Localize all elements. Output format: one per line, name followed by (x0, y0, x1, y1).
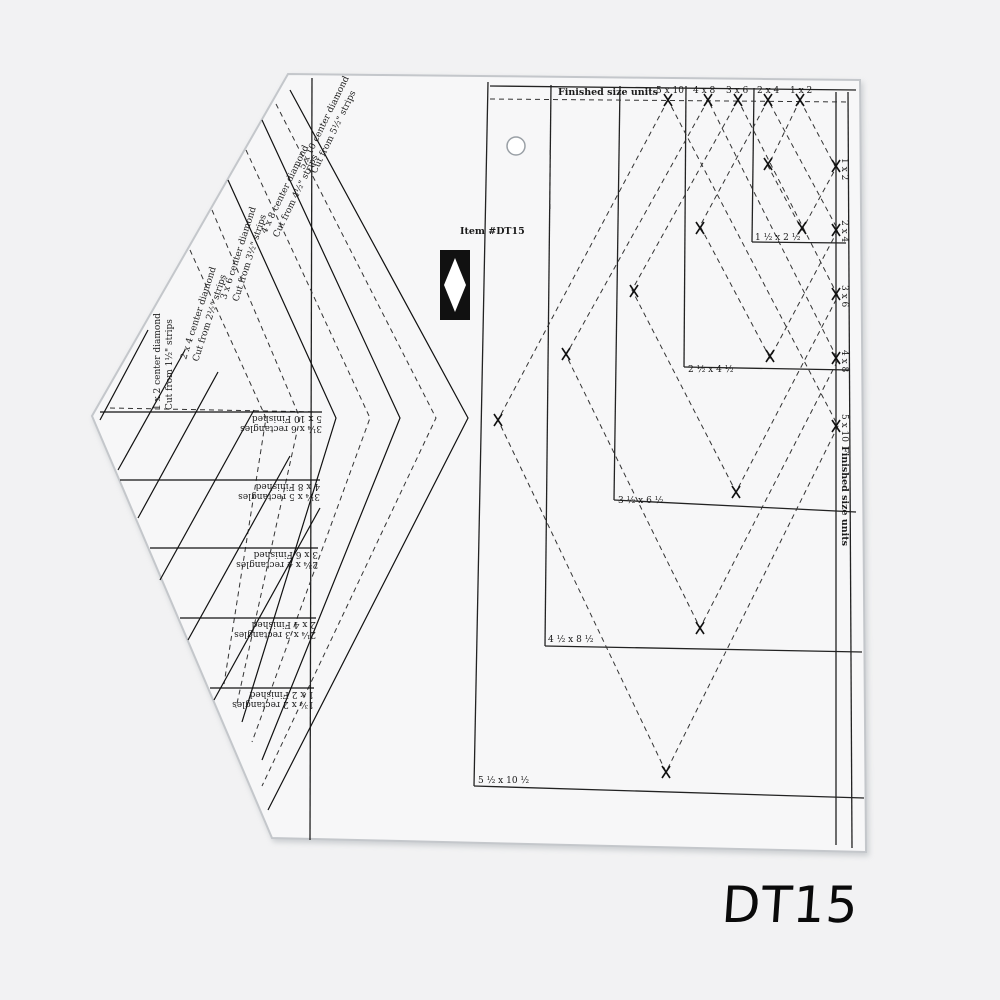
product-caption: DT15 (719, 876, 861, 934)
svg-text:3 x 6: 3 x 6 (726, 86, 749, 96)
svg-text:1 x 2 center diamond: 1 x 2 center diamond (153, 313, 163, 410)
diamond-logo-icon (440, 250, 470, 320)
solid-guides (309, 77, 865, 849)
svg-text:3 x 6 Finished: 3 x 6 Finished (253, 549, 318, 559)
chevron-lines (227, 89, 469, 811)
svg-text:5 x 10: 5 x 10 (656, 86, 684, 96)
svg-text:2 ½ x 4 ½: 2 ½ x 4 ½ (688, 364, 734, 375)
finished-size-units-side: Finished size units (839, 446, 850, 546)
svg-text:4 x 8: 4 x 8 (693, 86, 716, 96)
item-label: Item #DT15 (460, 226, 525, 237)
svg-text:3¼ x 5 rectangles: 3¼ x 5 rectangles (238, 491, 320, 502)
rectangle-sizes: 1 ½ x 2 ½ 2 ½ x 4 ½ 3 ½ x 6 ½ 4 ½ x 8 ½ … (478, 232, 801, 786)
svg-text:2¼ x 3 rectangles: 2¼ x 3 rectangles (234, 629, 316, 640)
svg-text:1 ½ x 2 ½: 1 ½ x 2 ½ (755, 232, 801, 243)
svg-text:5 ½ x 10 ½: 5 ½ x 10 ½ (478, 775, 529, 786)
svg-text:4 x 8: 4 x 8 (839, 350, 849, 373)
svg-text:2¾ x 4 rectangles: 2¾ x 4 rectangles (236, 559, 318, 570)
svg-text:4 x 8 Finished: 4 x 8 Finished (255, 481, 320, 491)
top-units: 5 x 10 4 x 8 3 x 6 2 x 4 1 x 2 (656, 86, 812, 96)
svg-text:2 x 4 Finished: 2 x 4 Finished (251, 619, 316, 629)
chevron-dashed (109, 103, 437, 787)
svg-text:3 ½ x 6 ½: 3 ½ x 6 ½ (618, 495, 664, 506)
finished-rectangle-labels: 5 x 10 Finished 3¼ x 6 rectangles 4 x 8 … (232, 413, 322, 710)
svg-text:1 x 2 Finished: 1 x 2 Finished (249, 689, 314, 699)
x-markers (493, 93, 841, 779)
svg-text:1¾ x 2 rectangles: 1¾ x 2 rectangles (232, 699, 314, 710)
svg-text:3 x 6: 3 x 6 (839, 285, 849, 308)
finished-size-units-top: Finished size units (558, 87, 658, 98)
svg-text:5 x 10 Finished: 5 x 10 Finished (252, 413, 322, 423)
hanging-hole (506, 136, 526, 156)
svg-text:4 ½ x 8 ½: 4 ½ x 8 ½ (548, 634, 594, 645)
svg-text:5 x 10: 5 x 10 (839, 414, 849, 442)
svg-text:1 x 2: 1 x 2 (839, 158, 849, 180)
svg-text:3¼ x 6 rectangles: 3¼ x 6 rectangles (240, 423, 322, 434)
side-units: 1 x 2 2 x 4 3 x 6 4 x 8 5 x 10 Finished … (839, 158, 850, 546)
svg-text:Cut from 1½" strips: Cut from 1½" strips (164, 319, 175, 410)
svg-text:2 x 4: 2 x 4 (839, 220, 849, 243)
rect-guides (99, 329, 322, 701)
svg-text:1 x 2: 1 x 2 (790, 86, 812, 96)
svg-text:2 x 4: 2 x 4 (757, 86, 780, 96)
acrylic-ruler (90, 72, 868, 854)
